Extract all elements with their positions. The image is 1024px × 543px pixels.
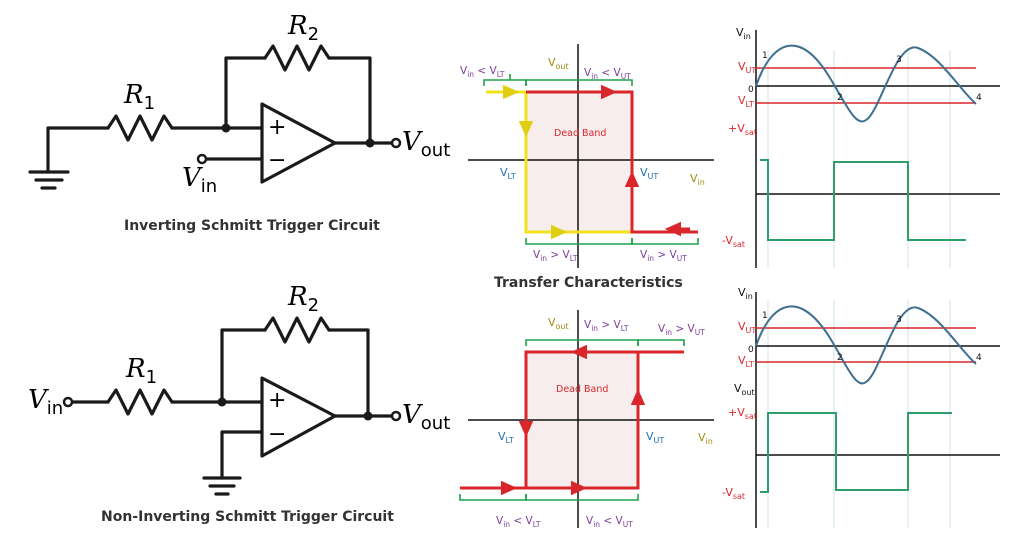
vin-terminal-bottom — [62, 396, 74, 408]
bracket-b-top-right — [637, 339, 685, 346]
vout-label-bottom: Vout — [402, 400, 450, 434]
bracket-bottom-right — [631, 238, 699, 245]
point-4-top: 4 — [976, 93, 982, 103]
vin-label-top: Vin — [182, 163, 217, 197]
point-1-top: 1 — [762, 51, 768, 61]
label-vout-wave-bottom: Vout — [734, 382, 755, 397]
point-2-bottom: 2 — [837, 353, 843, 363]
vin-terminal-top — [196, 153, 208, 165]
label-vin-lt-vut-bottom: Vin < VUT — [586, 515, 633, 529]
feedback-wire-right — [327, 56, 372, 145]
caption-non-inverting: Non-Inverting Schmitt Trigger Circuit — [101, 509, 394, 525]
junction-dot-top-1 — [221, 123, 231, 133]
vout-label-top: Vout — [402, 127, 450, 161]
label-vin-lt-vlt-top: Vin < VLT — [460, 65, 505, 79]
non-inverting-circuit — [70, 316, 394, 496]
point-1-bottom: 1 — [762, 311, 768, 321]
label-vlt-bottom: VLT — [498, 430, 514, 445]
label-vin-gt-vut-bottom: Vin > VUT — [658, 323, 705, 337]
feedback-wire-right-bottom — [327, 328, 370, 418]
waveform-bottom: Vin VUT VLT 0 1 2 3 4 Vout +Vsat -Vsat — [722, 286, 1000, 528]
bracket-bottom-middle — [525, 238, 633, 245]
label-vin-axis-bottom: Vin — [698, 431, 713, 446]
label-vin-bottom-wave: Vin — [738, 286, 753, 301]
bracket-b-top-middle — [525, 339, 639, 346]
inverting-circuit — [28, 44, 394, 190]
label-minus-vsat-bottom: -Vsat — [722, 486, 745, 501]
opamp-top — [260, 102, 337, 184]
label-vin-gt-vlt-bottom: Vin > VLT — [584, 319, 629, 333]
label-vin-top-wave: Vin — [736, 26, 751, 41]
caption-inverting: Inverting Schmitt Trigger Circuit — [124, 218, 380, 234]
label-vin-gt-vlt-top: Vin > VLT — [533, 249, 578, 263]
deadband-area-top — [526, 92, 632, 232]
point-3-top: 3 — [896, 55, 902, 65]
junction-dot-top-2 — [365, 138, 375, 148]
r1-resistor-top — [106, 114, 174, 142]
vin-label-bottom: Vin — [28, 385, 63, 419]
r2-label-bottom: R2 — [287, 282, 319, 316]
label-vut-wave-top: VUT — [738, 60, 756, 75]
plus-sign-top: + — [268, 115, 286, 140]
r2-label-top: R2 — [287, 11, 319, 45]
ground-wire-bottom — [220, 430, 264, 480]
junction-dot-bottom-1 — [217, 397, 227, 407]
junction-dot-bottom-2 — [363, 411, 373, 421]
minus-sign-top: − — [268, 148, 286, 173]
feedback-wire-left — [224, 56, 267, 130]
label-plus-vsat-top: +Vsat — [728, 122, 757, 137]
label-vout-bottom: Vout — [548, 316, 569, 331]
label-vin-gt-vut-top: Vin > VUT — [640, 249, 687, 263]
square-wave-top — [760, 159, 966, 241]
label-vlt-top: VLT — [500, 166, 516, 181]
label-zero-bottom: 0 — [748, 345, 754, 355]
label-plus-vsat-bottom: +Vsat — [728, 406, 757, 421]
caption-transfer: Transfer Characteristics — [494, 275, 683, 291]
waveform-top: Vin VUT VLT 0 1 2 3 4 +Vsat -Vsat — [722, 26, 1000, 268]
label-vut-wave-bottom: VUT — [738, 320, 756, 335]
r2-resistor-bottom — [263, 316, 331, 344]
deadband-label-top: Dead Band — [554, 128, 606, 139]
label-vut-top: VUT — [640, 166, 658, 181]
r1-label-top: R1 — [123, 80, 155, 114]
square-wave-bottom — [760, 412, 952, 493]
transfer-plot-top: Vin < VLT Vin < VUT Vout Dead Band VLT V… — [460, 44, 714, 268]
label-vin-lt-vlt-bottom: Vin < VLT — [496, 515, 541, 529]
transfer-plot-bottom: Vout Vin > VLT Vin > VUT Dead Band VLT V… — [459, 310, 714, 529]
bracket-top-left — [483, 79, 527, 86]
minus-sign-bottom: − — [268, 422, 286, 447]
sine-wave-bottom — [755, 305, 977, 385]
label-vlt-wave-bottom: VLT — [738, 354, 754, 369]
label-vout-top: Vout — [548, 56, 569, 71]
bracket-b-bottom-middle — [525, 494, 639, 501]
r2-resistor-top — [263, 44, 331, 72]
sine-wave-top — [755, 44, 977, 123]
feedback-wire-left-bottom — [220, 328, 267, 404]
label-zero-top: 0 — [748, 85, 754, 95]
output-terminal-bottom — [390, 410, 402, 422]
label-vin-axis-top: Vin — [690, 172, 705, 187]
ground-wire-top — [46, 126, 110, 174]
opamp-bottom — [260, 376, 337, 458]
output-terminal-top — [390, 137, 402, 149]
bracket-top-middle — [525, 79, 633, 86]
plus-sign-bottom: + — [268, 388, 286, 413]
point-3-bottom: 3 — [896, 315, 902, 325]
r1-resistor-bottom — [106, 388, 174, 416]
label-vin-lt-vut-top: Vin < VUT — [584, 67, 631, 81]
label-minus-vsat-top: -Vsat — [722, 234, 745, 249]
red-trace-upper-bottom — [524, 350, 638, 488]
label-vlt-wave-top: VLT — [738, 94, 754, 109]
label-vut-bottom: VUT — [646, 430, 664, 445]
r1-label-bottom: R1 — [125, 354, 157, 388]
bracket-b-bottom-left — [459, 494, 527, 501]
point-2-top: 2 — [837, 93, 843, 103]
point-4-bottom: 4 — [976, 353, 982, 363]
deadband-label-bottom: Dead Band — [556, 384, 608, 395]
